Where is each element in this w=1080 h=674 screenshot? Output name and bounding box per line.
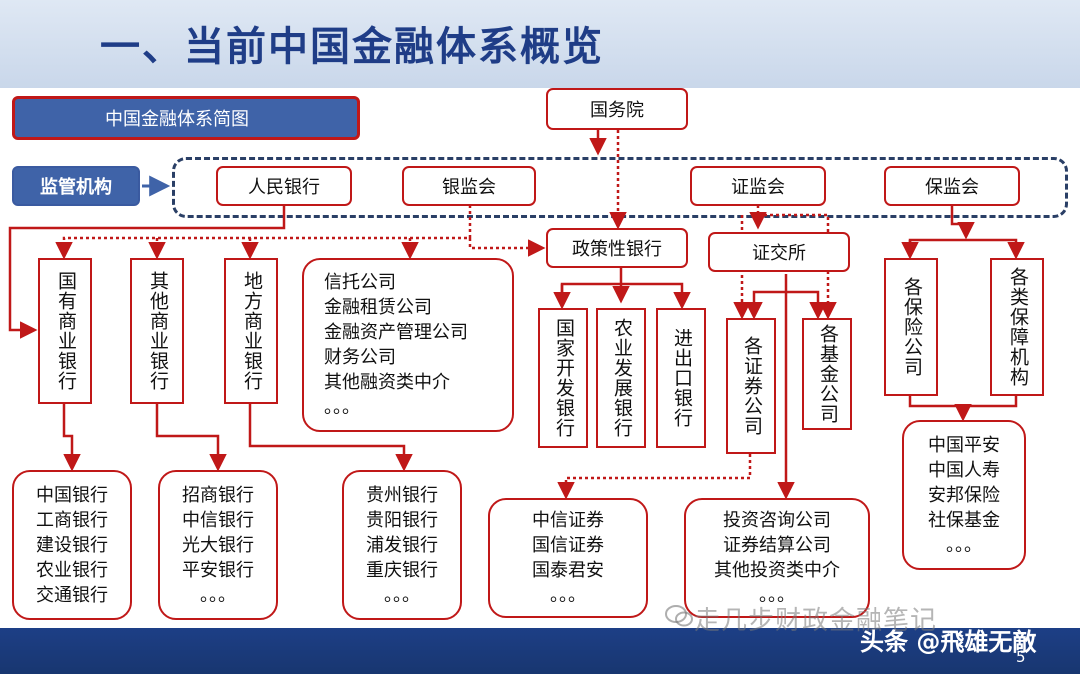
nonbank-item: 其他融资类中介 (324, 372, 450, 393)
insurance-join-line (908, 396, 1018, 408)
circ-arrow (950, 205, 975, 240)
policy-bank-cdb: 国家开发银行 (538, 308, 588, 448)
example-item: 中国平安 (928, 434, 1000, 456)
securities-firms-examples: 中信证券 国信证券 国泰君安 。。。 (488, 498, 648, 618)
footer-band (0, 628, 1080, 674)
wechat-icon (665, 605, 693, 627)
policy-bank-cdb-label: 国家开发银行 (552, 318, 575, 438)
example-item: 。。。 (550, 585, 586, 606)
securities-firms-node: 各证券公司 (726, 318, 776, 454)
example-item: 国信证券 (532, 535, 604, 556)
example-item: 中国银行 (36, 484, 108, 506)
cbrc-dotted-line (55, 205, 472, 260)
policy-bank-eximbank: 进出口银行 (656, 308, 706, 448)
state-council-label: 国务院 (590, 100, 644, 121)
example-item: 。。。 (200, 584, 236, 606)
stock-exchange-label: 证交所 (752, 243, 806, 264)
nonbank-item: 。。。 (324, 397, 360, 418)
state-banks-examples: 中国银行 工商银行 建设银行 农业银行 交通银行 (12, 470, 132, 620)
regulator-cbrc-label: 银监会 (442, 177, 496, 198)
example-item: 其他投资类中介 (714, 560, 840, 581)
policy-bank-adbc: 农业发展银行 (596, 308, 646, 448)
title-banner: 一、当前中国金融体系概览 (0, 0, 1080, 88)
state-council-node: 国务院 (546, 88, 688, 130)
example-item: 。。。 (759, 585, 795, 606)
insurance-companies-label: 各保险公司 (900, 277, 923, 377)
nonbank-group: 信托公司 金融租赁公司 金融资产管理公司 财务公司 其他融资类中介 。。。 (302, 258, 514, 432)
example-item: 投资咨询公司 (723, 510, 831, 531)
attribution-text: 头条 @飛雄无敵 (860, 628, 1037, 656)
page-number: 5 (1016, 648, 1026, 666)
fund-companies-label: 各基金公司 (816, 324, 839, 424)
local-banks-label: 地方商业银行 (240, 271, 263, 391)
example-item: 中信证券 (532, 510, 604, 531)
example-item: 农业银行 (36, 559, 108, 581)
investment-intermediaries-examples: 投资咨询公司 证券结算公司 其他投资类中介 。。。 (684, 498, 870, 618)
other-banks-node: 其他商业银行 (130, 258, 184, 404)
policy-bank-eximbank-label: 进出口银行 (670, 328, 693, 428)
page-title: 一、当前中国金融体系概览 (100, 24, 604, 70)
security-orgs-node: 各类保障机构 (990, 258, 1044, 396)
nonbank-item: 金融租赁公司 (324, 297, 432, 318)
nonbank-item: 信托公司 (324, 272, 396, 293)
supervision-label: 监管机构 (12, 166, 140, 206)
regulator-circ: 保监会 (884, 166, 1020, 206)
example-item: 安邦保险 (928, 484, 1000, 506)
regulator-pboc-label: 人民银行 (248, 177, 320, 198)
example-item: 证券结算公司 (723, 535, 831, 556)
policy-banks-label: 政策性银行 (572, 239, 662, 260)
local-banks-examples: 贵州银行 贵阳银行 浦发银行 重庆银行 。。。 (342, 470, 462, 620)
insurers-examples: 中国平安 中国人寿 安邦保险 社保基金 。。。 (902, 420, 1026, 570)
policy-banks-node: 政策性银行 (546, 228, 688, 268)
example-item: 中国人寿 (928, 459, 1000, 481)
other-banks-label: 其他商业银行 (146, 271, 169, 391)
regulator-circ-label: 保监会 (925, 177, 979, 198)
state-banks-examples-arrow (62, 404, 81, 472)
other-banks-examples-arrow (155, 404, 227, 472)
example-item: 。。。 (946, 534, 982, 556)
example-item: 招商银行 (182, 484, 254, 506)
nonbank-item: 财务公司 (324, 347, 396, 368)
local-banks-node: 地方商业银行 (224, 258, 278, 404)
nonbank-item: 金融资产管理公司 (324, 322, 468, 343)
securities-firms-label: 各证券公司 (740, 336, 763, 436)
example-item: 交通银行 (36, 584, 108, 606)
example-item: 光大银行 (182, 534, 254, 556)
example-item: 社保基金 (928, 509, 1000, 531)
regulator-csrc: 证监会 (690, 166, 826, 206)
example-item: 平安银行 (182, 559, 254, 581)
policy-bank-adbc-label: 农业发展银行 (610, 318, 633, 438)
example-item: 贵州银行 (366, 484, 438, 506)
regulator-cbrc: 银监会 (402, 166, 536, 206)
example-item: 中信银行 (182, 509, 254, 531)
local-banks-examples-arrow (248, 404, 413, 472)
state-owned-banks-label: 国有商业银行 (54, 271, 77, 391)
watermark-text: 走几步财政金融笔记 (694, 606, 938, 636)
other-banks-examples: 招商银行 中信银行 光大银行 平安银行 。。。 (158, 470, 278, 620)
security-orgs-label: 各类保障机构 (1006, 267, 1029, 387)
pboc-to-state-banks-arrow (8, 205, 286, 339)
overview-label: 中国金融体系简图 (12, 96, 360, 140)
regulator-csrc-label: 证监会 (731, 177, 785, 198)
regulator-pboc: 人民银行 (216, 166, 352, 206)
insurance-companies-node: 各保险公司 (884, 258, 938, 396)
example-item: 。。。 (384, 584, 420, 606)
example-item: 贵阳银行 (366, 509, 438, 531)
state-owned-banks-node: 国有商业银行 (38, 258, 92, 404)
exchange-to-firms-arrow (745, 274, 788, 320)
example-item: 浦发银行 (366, 534, 438, 556)
fund-companies-node: 各基金公司 (802, 318, 852, 430)
example-item: 国泰君安 (532, 560, 604, 581)
example-item: 建设银行 (36, 534, 108, 556)
securities-examples-arrow (557, 454, 752, 500)
example-item: 重庆银行 (366, 559, 438, 581)
stock-exchange-node: 证交所 (708, 232, 850, 272)
example-item: 工商银行 (36, 509, 108, 531)
